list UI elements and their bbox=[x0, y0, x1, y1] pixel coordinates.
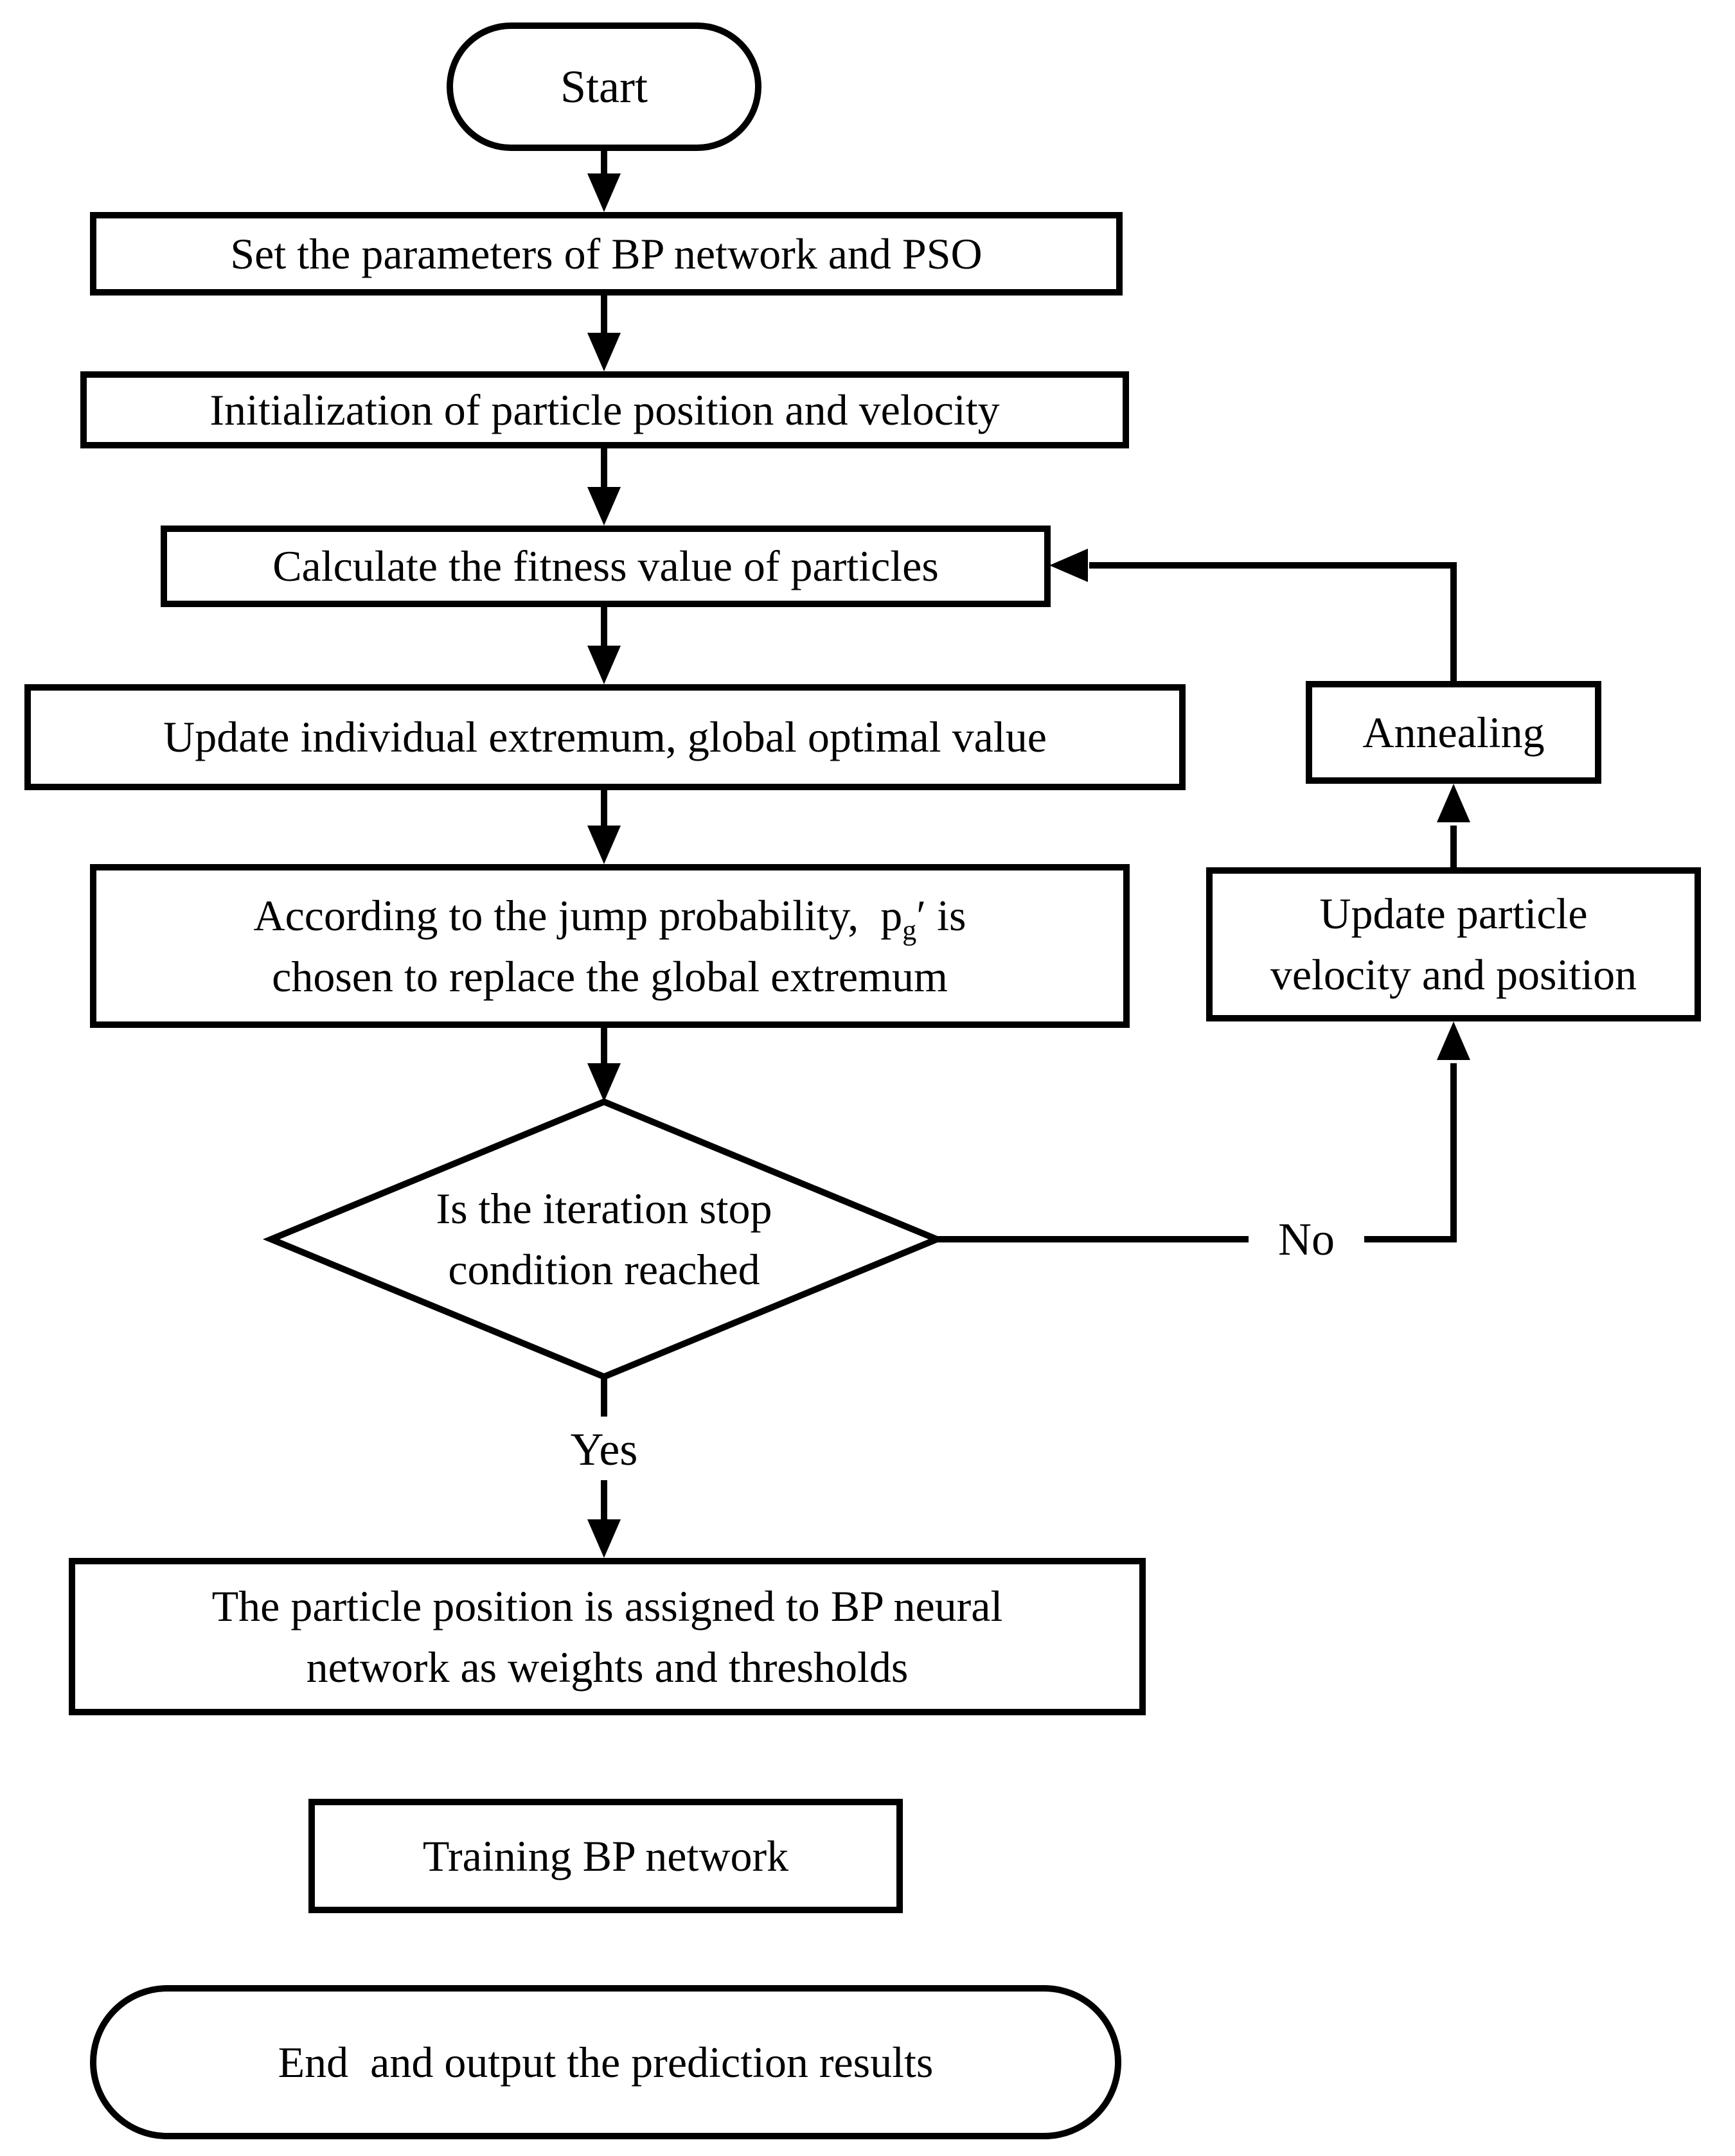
end-label: End and output the prediction results bbox=[278, 2037, 934, 2087]
arrowhead-back-to-fitness bbox=[1049, 549, 1088, 582]
annealing-label: Annealing bbox=[1362, 707, 1545, 757]
start-label: Start bbox=[560, 60, 648, 112]
assign-weights-line1: The particle position is assigned to BP … bbox=[211, 1581, 1003, 1630]
arrowhead-update-particle bbox=[1437, 1021, 1470, 1060]
arrowhead-assign bbox=[587, 1519, 621, 1558]
initialization-node: Initialization of particle position and … bbox=[80, 371, 1129, 448]
annealing-node: Annealing bbox=[1306, 681, 1601, 784]
decision-line1: Is the iteration stop bbox=[436, 1184, 772, 1233]
jump-probability-node: According to the jump probability, pg′ i… bbox=[90, 864, 1130, 1028]
update-extremum-node: Update individual extremum, global optim… bbox=[24, 684, 1186, 790]
jump-probability-line1-end: ′ is bbox=[916, 890, 966, 940]
arrowhead-extremum bbox=[587, 646, 621, 684]
update-particle-line2: velocity and position bbox=[1270, 950, 1637, 999]
calculate-fitness-label: Calculate the fitness value of particles bbox=[272, 542, 939, 590]
assign-weights-node: The particle position is assigned to BP … bbox=[69, 1558, 1146, 1715]
no-branch-label: No bbox=[1249, 1208, 1364, 1270]
jump-probability-line1: According to the jump probability, pg′ i… bbox=[254, 885, 966, 946]
training-node: Training BP network bbox=[308, 1799, 903, 1913]
update-particle-node: Update particle velocity and position bbox=[1206, 867, 1701, 1021]
arrowhead-fitness bbox=[587, 487, 621, 526]
initialization-label: Initialization of particle position and … bbox=[209, 385, 1000, 434]
update-extremum-label: Update individual extremum, global optim… bbox=[163, 712, 1047, 761]
arrowhead-jump bbox=[587, 826, 621, 864]
training-label: Training BP network bbox=[422, 1831, 789, 1880]
decision-node-label: Is the iteration stop condition reached bbox=[283, 1175, 925, 1303]
jump-probability-subscript: g bbox=[902, 914, 917, 946]
calculate-fitness-node: Calculate the fitness value of particles bbox=[161, 526, 1051, 607]
yes-branch-label: Yes bbox=[540, 1418, 668, 1480]
end-node: End and output the prediction results bbox=[90, 1985, 1121, 2139]
jump-probability-line1-pre: According to the jump probability, p bbox=[253, 890, 903, 940]
arrowhead-decision bbox=[587, 1063, 621, 1102]
arrowhead-initialization bbox=[587, 333, 621, 371]
decision-line2: condition reached bbox=[448, 1245, 760, 1294]
start-node: Start bbox=[447, 22, 761, 151]
set-parameters-label: Set the parameters of BP network and PSO bbox=[230, 229, 983, 278]
update-particle-line1: Update particle bbox=[1319, 889, 1588, 938]
arrowhead-annealing bbox=[1437, 784, 1470, 822]
arrowhead-set-parameters bbox=[587, 173, 621, 212]
jump-probability-line2: chosen to replace the global extremum bbox=[272, 951, 948, 1001]
set-parameters-node: Set the parameters of BP network and PSO bbox=[90, 212, 1123, 296]
assign-weights-line2: network as weights and thresholds bbox=[306, 1642, 909, 1692]
